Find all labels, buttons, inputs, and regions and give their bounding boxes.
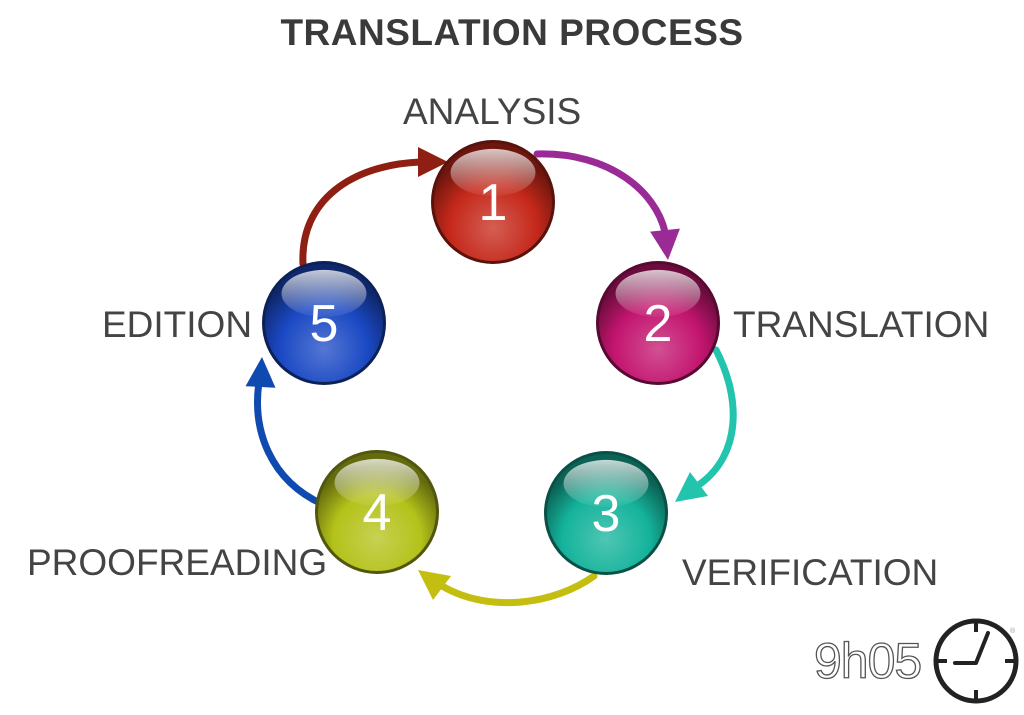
step-label-proofreading: PROOFREADING	[27, 542, 328, 583]
arrowhead-4-to-5	[245, 357, 276, 388]
step-node-4: 4	[315, 450, 439, 574]
step-node-2: 2	[596, 261, 720, 385]
step-node-highlight	[563, 459, 649, 508]
step-node-5: 5	[262, 261, 386, 385]
logo-trademark: ®	[1010, 628, 1016, 635]
step-number: 2	[644, 295, 673, 353]
step-label-verification: VERIFICATION	[682, 552, 939, 593]
diagram-title: TRANSLATION PROCESS	[280, 12, 744, 53]
arrow-1-to-2	[533, 150, 669, 236]
step-number: 4	[363, 484, 392, 542]
step-node-highlight	[450, 148, 536, 197]
arrow-4-to-5	[254, 378, 326, 508]
arrow-2-to-3	[696, 346, 737, 488]
arrow-5-to-1	[299, 158, 424, 268]
arrow-3-to-4	[438, 572, 598, 607]
arrowhead-1-to-2	[650, 228, 680, 260]
step-node-highlight	[615, 269, 701, 318]
logo-text: 9h05	[813, 633, 923, 689]
step-node-highlight	[334, 458, 420, 507]
step-number: 1	[479, 174, 508, 232]
step-label-analysis: ANALYSIS	[403, 91, 582, 132]
step-number: 5	[310, 295, 339, 353]
step-label-translation: TRANSLATION	[733, 304, 990, 345]
step-number: 3	[592, 485, 621, 543]
arrowhead-2-to-3	[675, 472, 708, 502]
arrowhead-3-to-4	[418, 570, 451, 600]
arrowhead-5-to-1	[418, 147, 448, 177]
step-label-edition: EDITION	[102, 304, 253, 345]
step-node-highlight	[281, 269, 367, 318]
step-node-1: 1	[431, 140, 555, 264]
clock-icon	[933, 618, 1019, 704]
step-node-3: 3	[544, 451, 668, 575]
